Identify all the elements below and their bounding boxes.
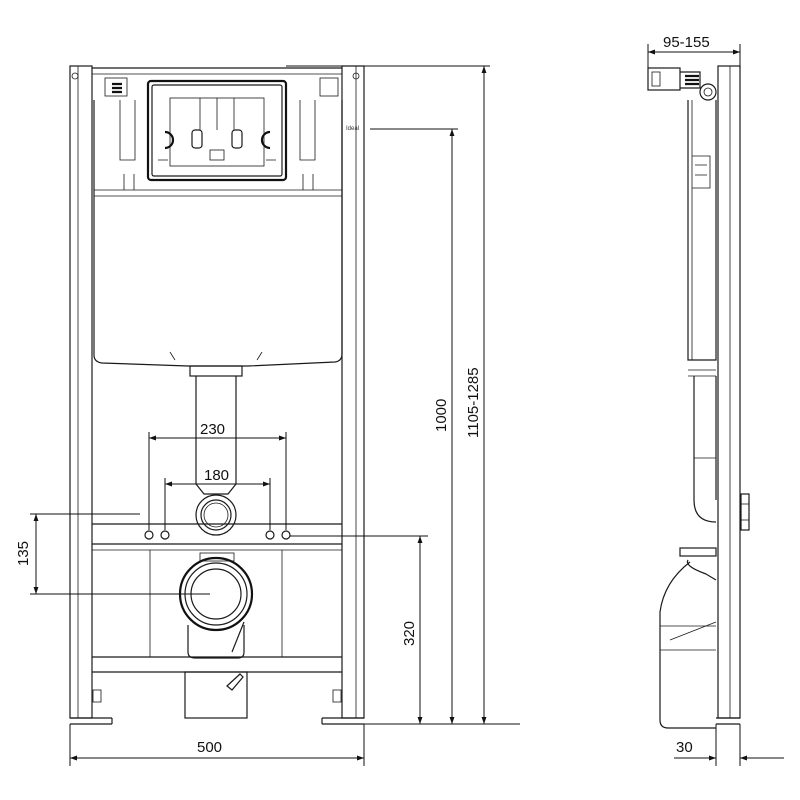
flush-plate-frame <box>146 79 288 182</box>
dimension-180: 180 <box>164 467 271 530</box>
drain-connector <box>178 552 254 719</box>
dimension-1105-1285: 1105-1285 <box>286 65 490 724</box>
dimension-135: 135 <box>15 513 210 595</box>
bolt-hole-3 <box>265 530 275 540</box>
front-view: Ideal <box>69 65 365 725</box>
side-view <box>647 65 750 729</box>
dimension-width-500: 500 <box>69 724 365 766</box>
flush-pipe <box>189 365 243 495</box>
dim-label-30: 30 <box>676 739 693 756</box>
dim-label-180: 180 <box>204 467 229 484</box>
dim-label-135: 135 <box>15 541 32 566</box>
mounting-bar <box>92 523 342 551</box>
bolt-hole-1 <box>144 530 154 540</box>
right-upright <box>321 65 365 725</box>
left-upright <box>69 65 113 725</box>
lower-frame <box>92 550 342 673</box>
dimension-320: 320 <box>290 535 428 724</box>
bolt-hole-4 <box>281 530 291 540</box>
top-crossbar <box>92 67 342 97</box>
flush-outlet <box>195 494 237 536</box>
dimension-1000: 1000 <box>370 128 458 724</box>
dim-label-230: 230 <box>200 421 225 438</box>
dimension-95-155: 95-155 <box>647 34 741 68</box>
dim-label-320: 320 <box>401 621 418 646</box>
dim-label-500: 500 <box>197 739 222 756</box>
bolt-hole-2 <box>160 530 170 540</box>
cistern <box>93 100 343 367</box>
dim-label-1105-1285: 1105-1285 <box>465 367 482 438</box>
brand-logo: Ideal <box>346 126 359 132</box>
dim-label-1000: 1000 <box>433 399 450 432</box>
dim-label-95-155: 95-155 <box>663 34 710 51</box>
dimension-230: 230 <box>148 421 287 530</box>
dimension-30: 30 <box>674 724 784 766</box>
